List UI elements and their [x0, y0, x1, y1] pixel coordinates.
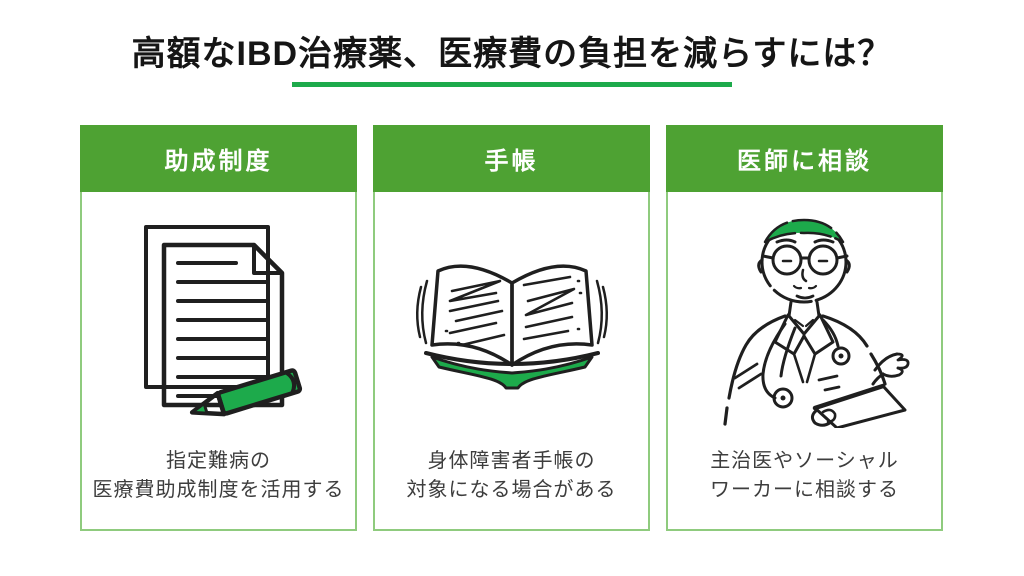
card-handbook-header-label: 手帳 [484, 148, 539, 175]
card-handbook-header: 手帳 [373, 125, 650, 192]
card-subsidy-header: 助成制度 [80, 125, 357, 192]
card-consult-doctor-caption: 主治医やソーシャル ワーカーに相談する [710, 447, 899, 505]
caption-line: ワーカーに相談する [710, 479, 899, 501]
page-title: 高額なIBD治療薬、医療費の負担を減らすには？ [131, 35, 893, 73]
doctor-illustration [699, 192, 911, 447]
open-book-illustration [412, 192, 612, 447]
caption-line: 対象になる場合がある [406, 479, 617, 501]
caption-line: 主治医やソーシャル [710, 450, 899, 472]
card-handbook: 手帳 [373, 125, 650, 531]
open-book-icon [415, 263, 608, 389]
card-consult-doctor-body: 主治医やソーシャル ワーカーに相談する [666, 192, 943, 531]
card-row: 助成制度 [80, 125, 943, 531]
card-handbook-caption: 身体障害者手帳の 対象になる場合がある [407, 447, 617, 505]
card-consult-doctor: 医師に相談 [666, 125, 943, 531]
card-handbook-body: 身体障害者手帳の 対象になる場合がある [373, 192, 650, 531]
doctor-icon [722, 218, 909, 428]
document-pencil-illustration [116, 192, 321, 447]
caption-line: 医療費助成制度を活用する [92, 479, 345, 501]
card-subsidy-header-label: 助成制度 [164, 148, 273, 175]
title-underline [292, 82, 732, 87]
caption-line: 身体障害者手帳の [427, 450, 596, 472]
card-subsidy-body: 指定難病の 医療費助成制度を活用する [80, 192, 357, 531]
card-subsidy-caption: 指定難病の 医療費助成制度を活用する [93, 447, 345, 505]
card-subsidy: 助成制度 [80, 125, 357, 531]
card-consult-doctor-header: 医師に相談 [666, 125, 943, 192]
caption-line: 指定難病の [166, 450, 271, 472]
document-pencil-icon [144, 224, 303, 416]
card-consult-doctor-header-label: 医師に相談 [737, 148, 872, 175]
